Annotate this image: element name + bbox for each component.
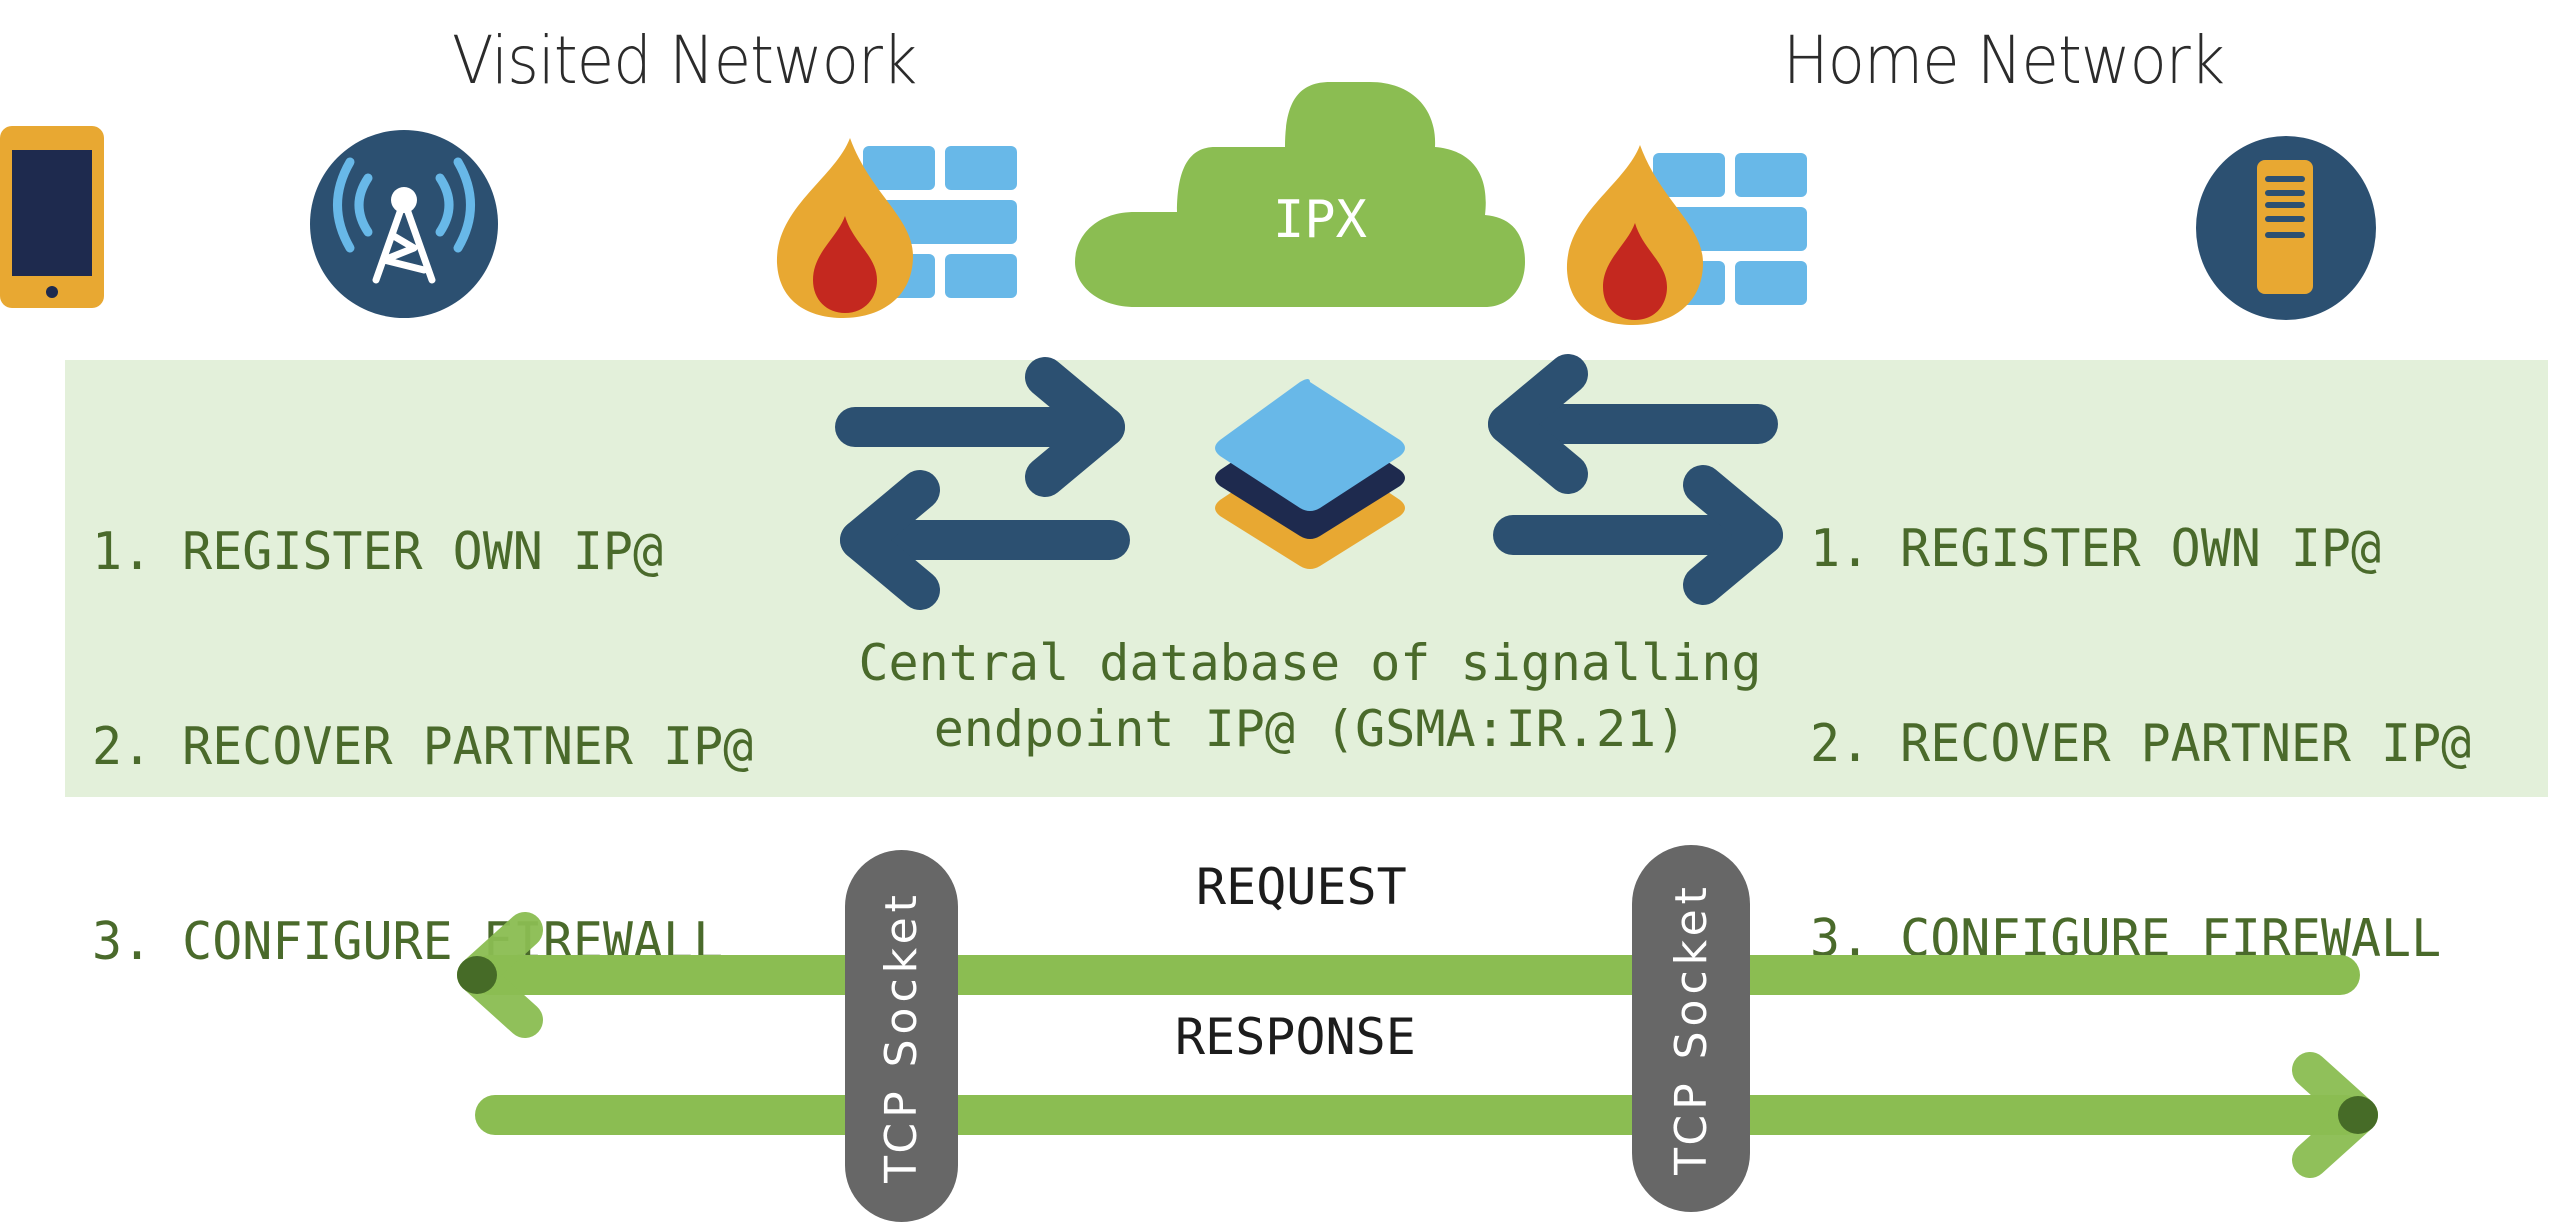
ipx-label: IPX xyxy=(1273,190,1367,250)
database-caption-line-1: Central database of signalling xyxy=(858,634,1762,692)
arrow-left-icon xyxy=(1488,354,1778,494)
response-label: RESPONSE xyxy=(1175,1008,1416,1066)
request-flow-arrow xyxy=(457,912,2360,1038)
database-caption: Central database of signalling endpoint … xyxy=(760,630,1860,762)
server-icon xyxy=(2196,136,2376,320)
arrow-left-icon xyxy=(840,470,1130,610)
visited-steps-list: 1. REGISTER OWN IP@ 2. RECOVER PARTNER I… xyxy=(92,390,753,1040)
firewall-visited-icon xyxy=(776,138,1017,318)
home-step-2: 2. RECOVER PARTNER IP@ xyxy=(1810,714,2472,774)
ipx-cloud-icon xyxy=(1075,82,1525,307)
tcp-socket-home xyxy=(1632,845,1750,1212)
visited-exchange-arrows-icon xyxy=(835,357,1130,610)
layers-database-icon xyxy=(1215,379,1405,569)
database-caption-line-2: endpoint IP@ (GSMA:IR.21) xyxy=(933,700,1687,758)
visited-network-title: Visited Network xyxy=(452,22,917,99)
home-exchange-arrows-icon xyxy=(1488,354,1783,605)
arrow-right-icon xyxy=(1493,465,1783,605)
request-label: REQUEST xyxy=(1196,858,1407,916)
visited-step-1: 1. REGISTER OWN IP@ xyxy=(92,522,664,582)
home-network-title: Home Network xyxy=(1783,22,2225,99)
mobile-phone-icon xyxy=(0,126,104,308)
response-flow-arrow xyxy=(475,1052,2378,1178)
cell-tower-icon xyxy=(310,130,498,318)
arrow-right-icon xyxy=(835,357,1125,497)
tcp-socket-visited xyxy=(845,850,958,1222)
home-step-1: 1. REGISTER OWN IP@ xyxy=(1810,519,2382,579)
firewall-home-icon xyxy=(1566,145,1807,325)
tcp-socket-home-label: TCP Socket xyxy=(1665,882,1717,1175)
tcp-socket-visited-label: TCP Socket xyxy=(876,889,928,1183)
visited-step-2: 2. RECOVER PARTNER IP@ xyxy=(92,717,754,777)
